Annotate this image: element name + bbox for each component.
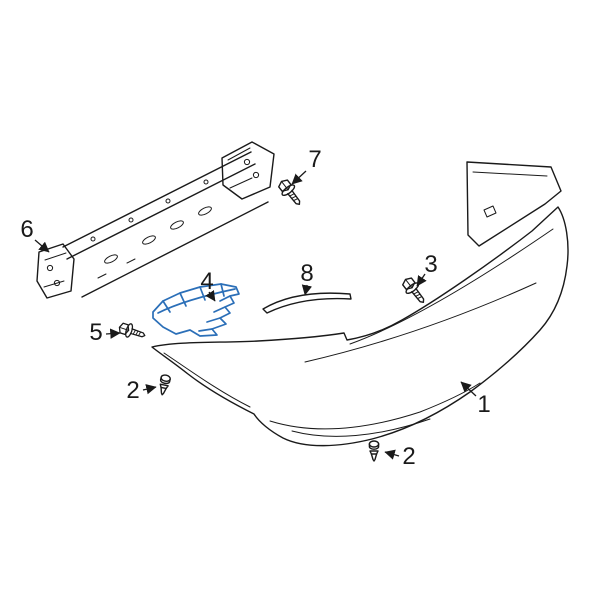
callout-label-3[interactable]: 3: [424, 251, 437, 278]
callout-label-2-bottom[interactable]: 2: [402, 443, 415, 470]
bracket-inner-line: [157, 288, 236, 314]
impact-bar-slot: [198, 206, 212, 216]
leader-line-8: [301, 284, 313, 296]
impact-bar-hole: [46, 264, 54, 272]
leader-line-1: [460, 381, 477, 397]
callout-label-7[interactable]: 7: [308, 146, 321, 173]
leader-line-6: [34, 239, 50, 253]
impact-bar-slot: [104, 254, 118, 264]
impact-bar-top-edge: [62, 151, 252, 248]
bumper-lip-line-2: [291, 418, 431, 437]
leader-line-7: [291, 170, 307, 185]
impact-bar-left-plate-lines: [43, 252, 67, 288]
impact-bar-slot: [170, 220, 184, 230]
callout-label-4[interactable]: 4: [200, 268, 213, 295]
push-clip-2-left-icon: [156, 373, 172, 397]
bumper-flange-hole: [483, 205, 497, 218]
part-molding-strip: [262, 292, 352, 314]
leader-line-5: [105, 328, 121, 339]
impact-bar-slot: [142, 235, 156, 245]
bumper-lip-line: [269, 382, 481, 430]
impact-bar-flange-edge: [66, 163, 256, 260]
bracket-outline[interactable]: [152, 283, 240, 337]
callout-label-5[interactable]: 5: [89, 319, 102, 346]
bolt-7-icon: [274, 176, 306, 210]
impact-bar-right-plate-lines: [227, 147, 253, 189]
bumper-upper-flange: [466, 161, 562, 247]
leader-line-2-left: [142, 384, 157, 395]
callout-label-6[interactable]: 6: [20, 216, 33, 243]
part-side-bracket-highlighted[interactable]: [152, 283, 240, 337]
bumper-upper-flange-line: [472, 171, 548, 177]
callout-label-1[interactable]: 1: [477, 391, 490, 418]
bumper-wheel-arch-line: [163, 352, 251, 408]
push-clip-2-bottom-icon: [368, 440, 380, 462]
bolt-3-icon: [398, 274, 430, 308]
bracket-step-lines: [198, 295, 231, 332]
impact-bar-hole: [252, 171, 260, 179]
part-impact-bar: [36, 141, 275, 299]
impact-bar-flange-hole: [203, 179, 209, 185]
impact-bar-flange-hole: [165, 198, 171, 204]
leader-line-3: [416, 273, 427, 287]
part-bumper-cover: [151, 161, 569, 447]
callout-label-8[interactable]: 8: [300, 260, 313, 287]
leader-line-4: [205, 290, 216, 302]
impact-bar-hole: [243, 158, 251, 166]
impact-bar-face-ticks: [97, 258, 136, 279]
molding-strip-outline: [262, 292, 352, 314]
bumper-crease-lower: [304, 282, 537, 363]
leader-line-2-bottom: [384, 449, 400, 460]
bumper-outline: [151, 206, 569, 447]
impact-bar-hole: [53, 279, 61, 287]
impact-bar-left-plate: [36, 243, 75, 299]
callout-label-2-left[interactable]: 2: [126, 377, 139, 404]
impact-bar-flange-hole: [128, 217, 134, 223]
impact-bar-flange-hole: [90, 236, 96, 242]
impact-bar-right-plate: [221, 141, 275, 200]
bumper-crease-upper: [349, 228, 554, 345]
bracket-facet-lines: [162, 283, 225, 313]
impact-bar-bottom-edge: [81, 201, 269, 298]
screw-5-icon: [116, 320, 148, 343]
